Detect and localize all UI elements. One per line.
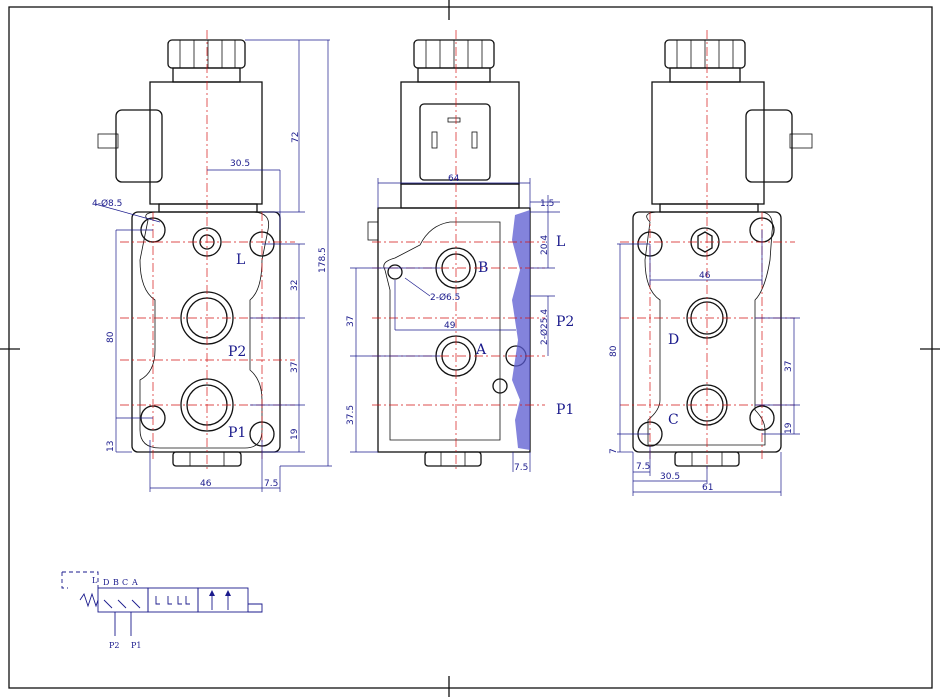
solenoid-icon xyxy=(248,603,263,613)
valve-box-1 xyxy=(97,587,149,613)
port-label-l: L xyxy=(236,252,245,268)
front-connector xyxy=(115,109,163,183)
dim-7: 7 xyxy=(609,448,619,454)
rear-dimensions xyxy=(617,230,800,496)
dim-30-5: 30.5 xyxy=(660,472,680,482)
dim-32: 32 xyxy=(290,280,300,291)
dim-2-phi-25-4: 2-Ø25.4 xyxy=(539,309,550,345)
port-p1-circle xyxy=(180,378,234,432)
port-label-c: C xyxy=(668,412,679,428)
side-view: 64 1.5 20.4 2-Ø6.5 49 2-Ø25.4 37 37.5 7.… xyxy=(346,30,574,473)
symbol-label-c: C xyxy=(122,578,128,587)
dim-37: 37 xyxy=(784,361,794,372)
dim-4-holes: 4-Ø8.5 xyxy=(92,198,122,209)
dim-7-5: 7.5 xyxy=(514,463,528,473)
dim-80: 80 xyxy=(106,331,116,343)
dim-19: 19 xyxy=(290,428,300,440)
symbol-label-b: B xyxy=(113,578,119,587)
dim-80: 80 xyxy=(609,345,619,357)
drawing-frame xyxy=(8,6,933,689)
dim-178-5: 178.5 xyxy=(318,247,328,273)
port-label-p2: P2 xyxy=(228,344,246,360)
front-body xyxy=(131,211,281,453)
dim-7-5: 7.5 xyxy=(636,462,650,472)
side-dimensions xyxy=(350,178,560,472)
side-nut xyxy=(424,451,482,467)
rear-knob xyxy=(664,39,746,83)
dim-61: 61 xyxy=(702,483,713,493)
front-coil xyxy=(149,81,263,205)
front-view: 72 178.5 30.5 4-Ø8.5 80 32 37 19 13 46 7… xyxy=(92,30,332,492)
valve-box-2 xyxy=(147,587,199,613)
symbol-label-d: D xyxy=(103,578,109,587)
dim-1-5: 1.5 xyxy=(540,199,554,209)
symbol-label-p2: P2 xyxy=(109,641,119,650)
front-connector-pin xyxy=(97,133,119,149)
rear-coil xyxy=(651,81,765,205)
dim-72: 72 xyxy=(291,132,301,143)
side-mount-hole xyxy=(387,264,403,280)
front-dimensions xyxy=(94,39,332,492)
front-nut xyxy=(172,451,242,467)
valve-box-3 xyxy=(197,587,249,613)
dim-7-5: 7.5 xyxy=(264,479,278,489)
dim-49: 49 xyxy=(444,321,456,331)
port-label-a: A xyxy=(475,342,487,358)
dim-13: 13 xyxy=(106,441,116,452)
section-hatch xyxy=(512,210,530,450)
port-label-p1: P1 xyxy=(556,402,574,418)
rear-view: 46 80 37 19 7 7.5 30.5 61 D C xyxy=(609,30,813,496)
symbol-label-l: L xyxy=(92,576,98,585)
dim-20-4: 20.4 xyxy=(540,235,550,255)
dim-30-5: 30.5 xyxy=(230,159,250,169)
port-label-b: B xyxy=(478,260,488,276)
rear-connector xyxy=(745,109,793,183)
dim-37: 37 xyxy=(346,316,356,327)
dim-46: 46 xyxy=(699,271,711,281)
side-connector-face xyxy=(419,103,491,181)
dim-19: 19 xyxy=(784,422,794,434)
spring-icon xyxy=(79,592,99,608)
dim-46: 46 xyxy=(200,479,212,489)
dim-64: 64 xyxy=(448,174,460,184)
front-knob xyxy=(167,39,246,83)
port-label-p1: P1 xyxy=(228,425,246,441)
hydraulic-symbol: L D B C A P2 P1 xyxy=(61,571,263,650)
dim-2-holes: 2-Ø6.5 xyxy=(430,292,460,303)
side-knob xyxy=(413,39,495,83)
symbol-label-p1: P1 xyxy=(131,641,141,650)
dim-37-5: 37.5 xyxy=(346,405,356,425)
symbol-label-a: A xyxy=(131,578,138,587)
port-label-d: D xyxy=(668,332,679,348)
port-label-p2: P2 xyxy=(556,314,574,330)
side-coil xyxy=(400,81,520,185)
port-label-l: L xyxy=(556,234,565,250)
bleed-screw-icon xyxy=(697,231,713,253)
dim-37: 37 xyxy=(290,362,300,373)
